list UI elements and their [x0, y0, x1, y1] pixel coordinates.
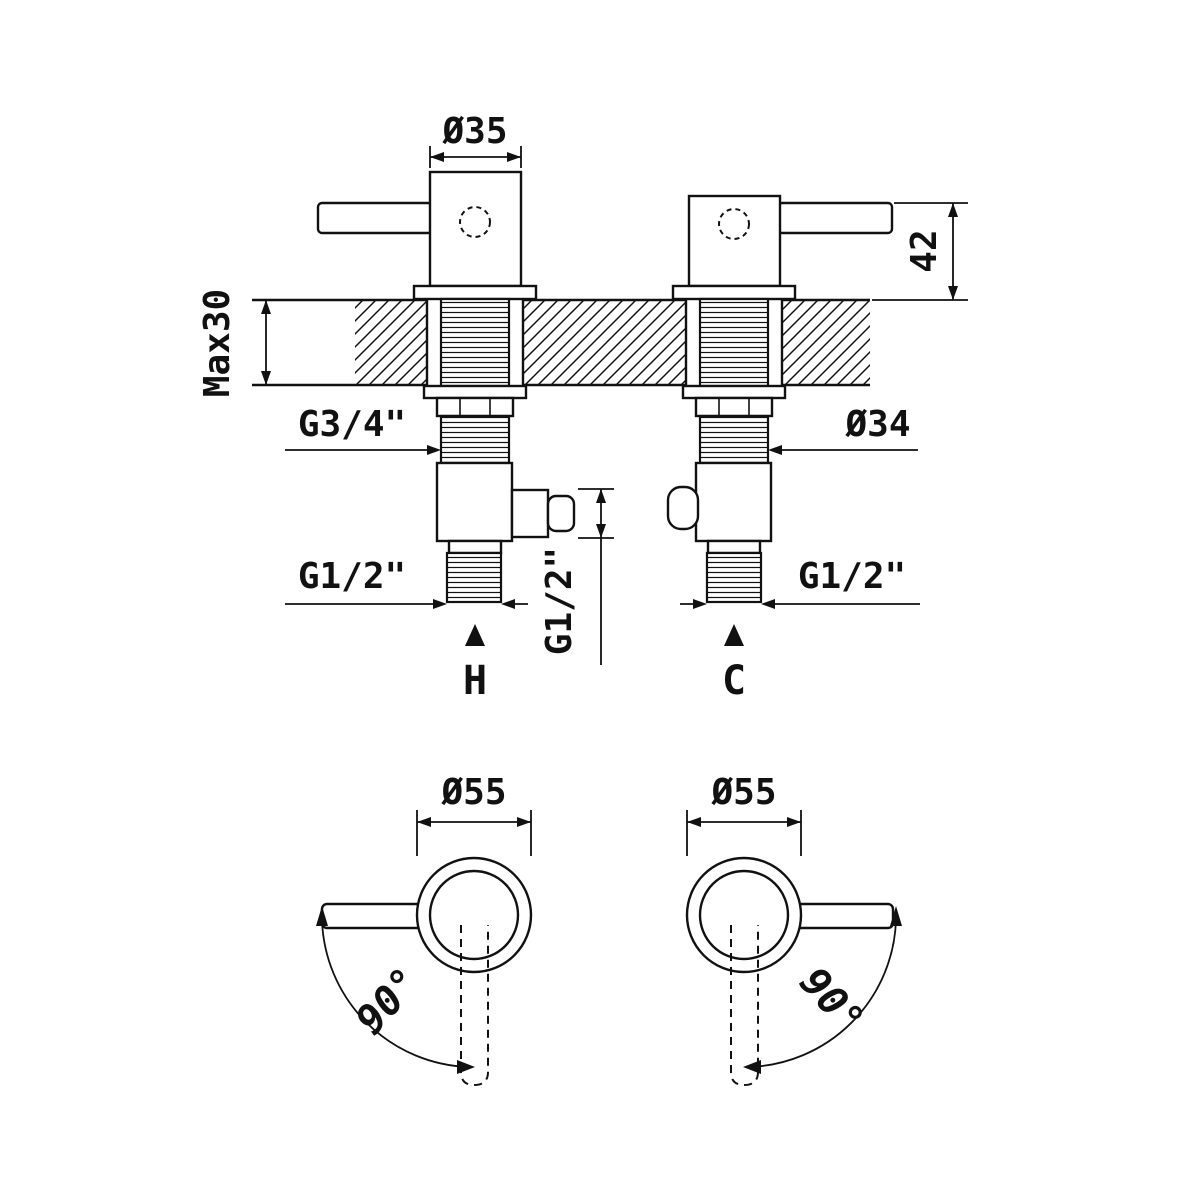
left-90deg-arc	[321, 919, 470, 1068]
left-top-lever	[320, 902, 427, 930]
dim-g34: G3/4"	[285, 404, 441, 455]
right-thread-g34	[698, 414, 770, 465]
left-lower-flange	[422, 384, 528, 400]
left-valve-side-view	[316, 170, 576, 604]
dim-42: 42	[872, 202, 968, 301]
dim-dia35: Ø35	[429, 111, 522, 168]
right-angle-label: 90°	[790, 959, 873, 1043]
hot-flow-arrow-icon	[465, 624, 485, 646]
left-lever-rotated-dashed	[460, 925, 489, 1087]
dim-dia55-left: Ø55	[416, 772, 532, 856]
hot-label: H	[463, 658, 487, 704]
right-side-knob	[666, 485, 700, 531]
left-arc-arrow-right	[457, 1060, 475, 1074]
dim-dia55-left-label: Ø55	[440, 772, 506, 813]
dim-dia34-label: Ø34	[844, 404, 910, 445]
right-valve-block	[694, 461, 773, 543]
dim-dia34: Ø34	[768, 404, 918, 455]
right-handle-lever	[776, 201, 894, 235]
left-angle-label: 90°	[347, 959, 430, 1043]
dim-g34-label: G3/4"	[298, 404, 406, 445]
right-valve-side-view	[666, 194, 894, 604]
left-locknut-facets	[459, 398, 491, 416]
left-valve-top-view: 90°	[316, 856, 533, 1087]
cold-inlet-marker: C	[722, 624, 746, 704]
dim-max30: Max30	[197, 289, 271, 397]
left-locknut	[435, 396, 515, 418]
right-locknut	[694, 396, 774, 418]
dim-dia55-right: Ø55	[686, 772, 802, 856]
right-lower-flange	[681, 384, 787, 400]
right-screw-hidden-circle	[718, 208, 750, 240]
left-wall-thread	[439, 297, 511, 388]
right-valve-top-view: 90°	[685, 856, 902, 1087]
dim-g12-cold-label: G1/2"	[798, 556, 906, 597]
cold-flow-arrow-icon	[724, 624, 744, 646]
left-side-outlet-tip	[546, 494, 576, 533]
wall-section	[252, 298, 870, 387]
right-arc-arrow-up	[890, 906, 902, 926]
left-valve-body	[428, 170, 523, 288]
right-inlet-pipe-thread	[705, 551, 763, 604]
left-top-inner-circle	[428, 869, 520, 961]
wall-hole-edges	[425, 300, 784, 385]
dim-dia55-right-label: Ø55	[710, 772, 776, 813]
dim-g12-hot: G1/2"	[285, 556, 528, 609]
cold-label: C	[722, 658, 746, 704]
hot-inlet-marker: H	[463, 624, 487, 704]
right-90deg-arc	[748, 919, 897, 1068]
right-neck	[706, 539, 762, 555]
right-top-inner-circle	[698, 869, 790, 961]
dim-max30-label: Max30	[197, 289, 238, 397]
dim-g12-outlet-label: G1/2"	[539, 547, 580, 655]
left-screw-hidden-circle	[459, 206, 491, 238]
dim-42-label: 42	[904, 229, 945, 272]
left-arc-arrow-up	[316, 906, 328, 926]
left-thread-g34	[439, 414, 511, 465]
dim-g12-outlet: G1/2"	[539, 488, 614, 665]
dim-g12-cold: G1/2"	[680, 556, 920, 609]
right-locknut-facets	[718, 398, 750, 416]
right-base-flange	[671, 284, 797, 301]
dim-dia35-label: Ø35	[441, 111, 507, 152]
dim-g12-hot-label: G1/2"	[298, 556, 406, 597]
right-valve-body	[687, 194, 782, 288]
left-handle-lever	[316, 201, 434, 235]
right-lever-rotated-dashed	[730, 925, 759, 1087]
right-arc-arrow-left	[743, 1060, 761, 1074]
left-side-outlet-step	[510, 488, 550, 539]
left-valve-block	[435, 461, 514, 543]
right-wall-thread	[698, 297, 770, 388]
left-base-flange	[412, 284, 538, 301]
left-neck	[447, 539, 503, 555]
left-inlet-pipe-thread	[445, 551, 503, 604]
